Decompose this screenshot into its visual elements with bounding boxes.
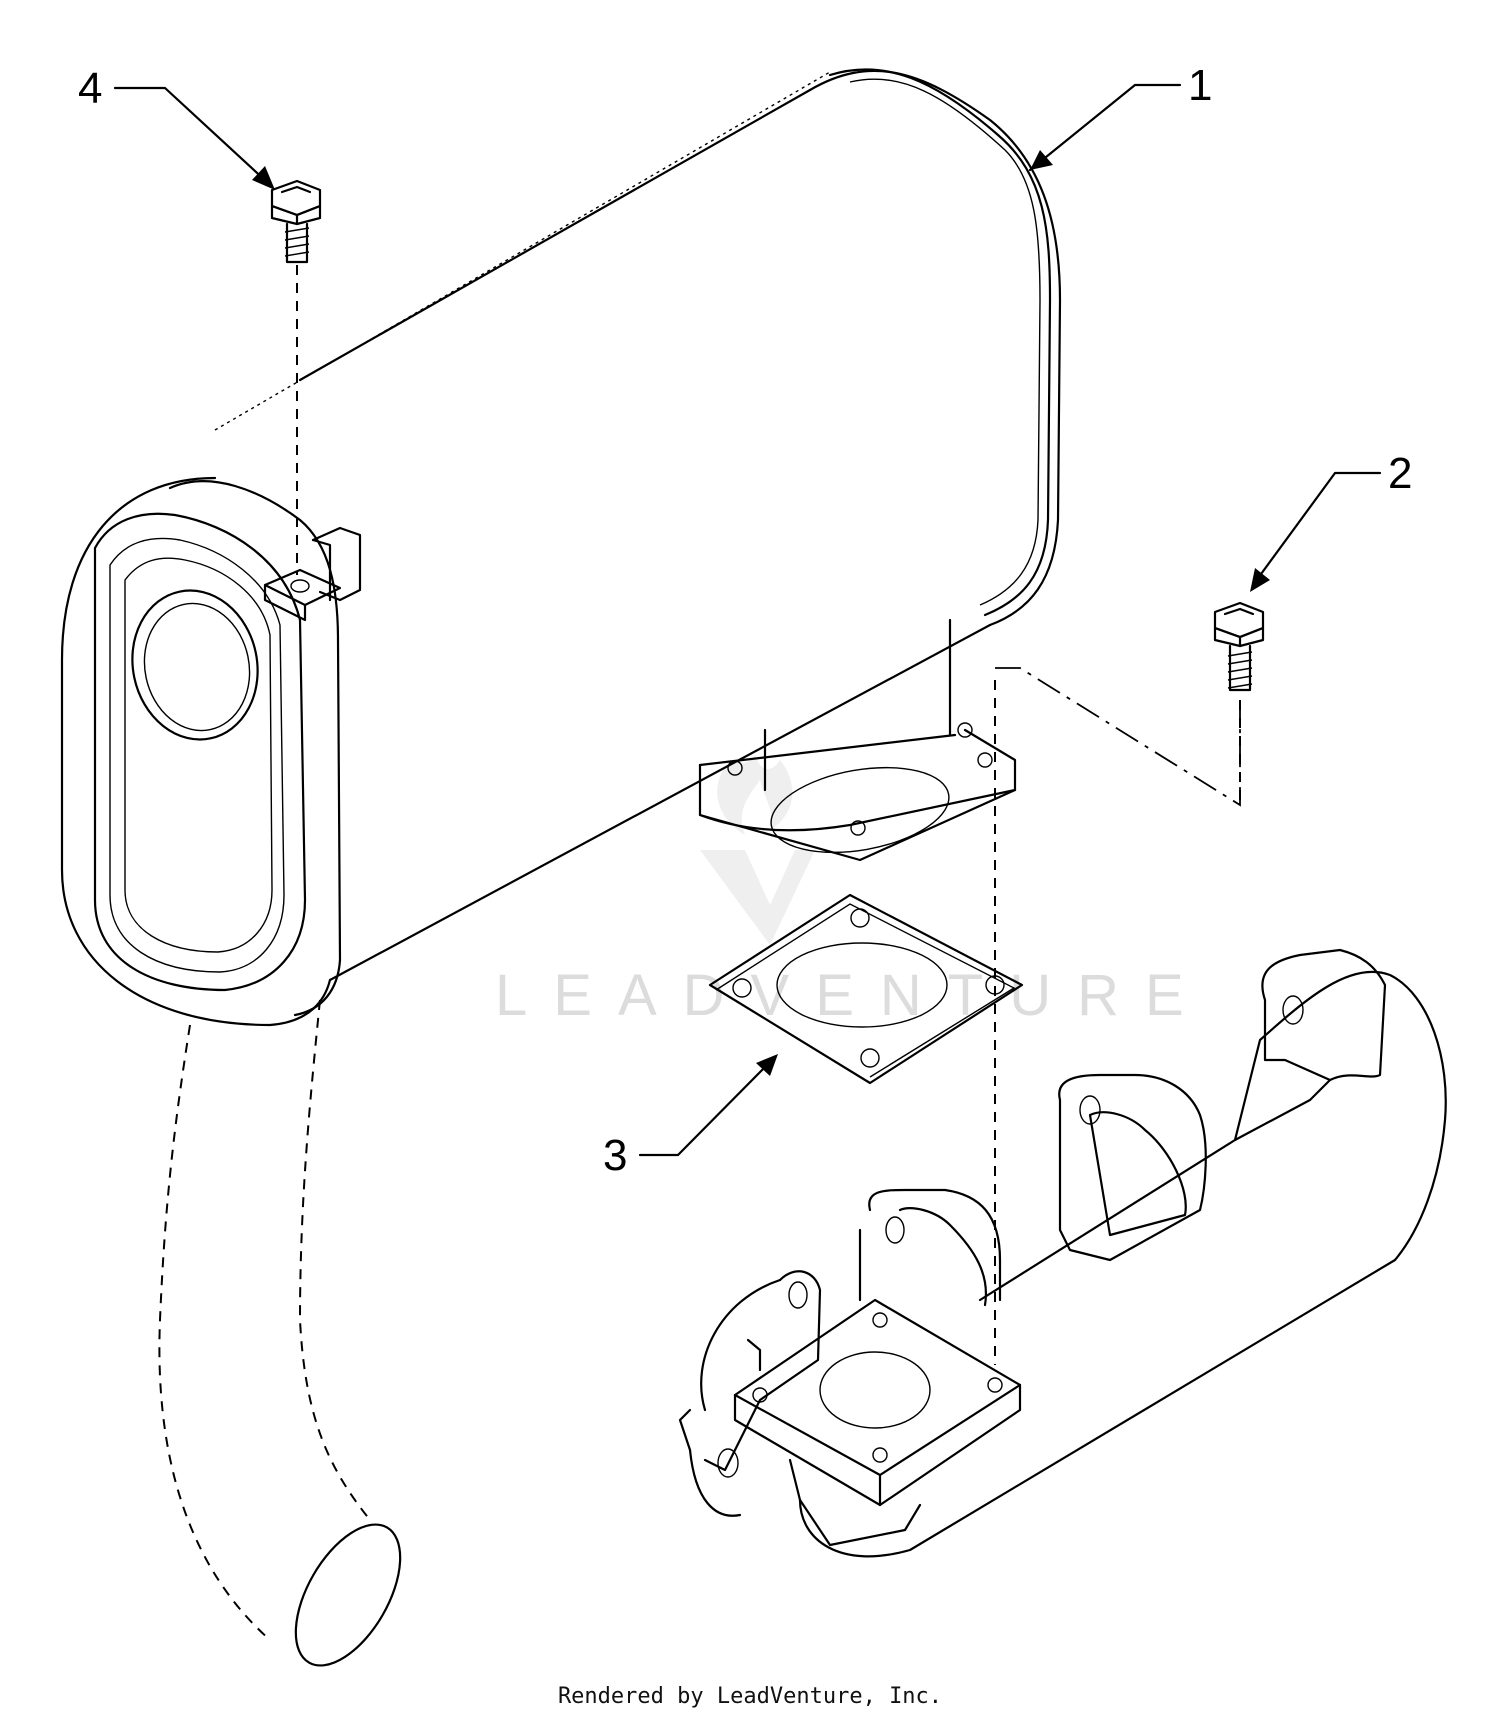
arrow-icon [1250, 568, 1270, 592]
callout-2: 2 [1250, 449, 1412, 592]
bolt-part-2 [1213, 601, 1265, 692]
mounting-bracket [263, 526, 362, 622]
watermark-logo-icon [700, 755, 815, 945]
callout-1: 1 [1028, 61, 1212, 172]
footer-credit: Rendered by LeadVenture, Inc. [557, 1684, 943, 1709]
callout-label-1: 1 [1188, 61, 1212, 110]
callout-label-3: 3 [603, 1131, 627, 1180]
watermark-text: LEADVENTURE [495, 963, 1210, 1028]
muffler-part [60, 68, 1062, 1667]
arrow-icon [252, 166, 275, 190]
callout-label-4: 4 [78, 64, 102, 113]
callout-3: 3 [603, 1054, 778, 1180]
assembly-lines [296, 265, 1241, 1365]
watermark: LEADVENTURE [495, 755, 1210, 1028]
arrow-icon [756, 1054, 778, 1076]
callout-4: 4 [78, 64, 275, 190]
bolt-part-4 [270, 179, 322, 264]
callout-label-2: 2 [1388, 449, 1412, 498]
exhaust-manifold-part [678, 948, 1447, 1558]
arrow-icon [1030, 150, 1053, 170]
